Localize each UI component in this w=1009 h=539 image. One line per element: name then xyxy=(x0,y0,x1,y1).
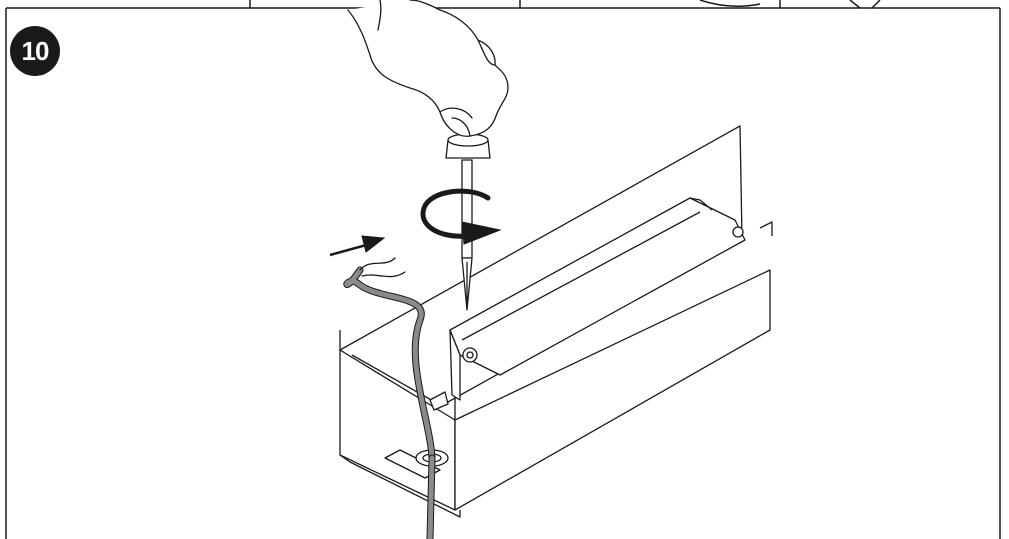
step-number: 10 xyxy=(21,35,50,66)
step-number-badge: 10 xyxy=(10,26,60,76)
power-cable xyxy=(343,257,436,539)
rotate-clockwise-arrow-icon xyxy=(420,188,502,245)
page-frame xyxy=(5,0,1001,539)
insert-direction-arrow-icon xyxy=(329,235,386,257)
driver-unit xyxy=(429,197,773,411)
hand xyxy=(347,0,509,137)
channel-housing xyxy=(339,125,771,518)
screwdriver xyxy=(445,133,491,311)
